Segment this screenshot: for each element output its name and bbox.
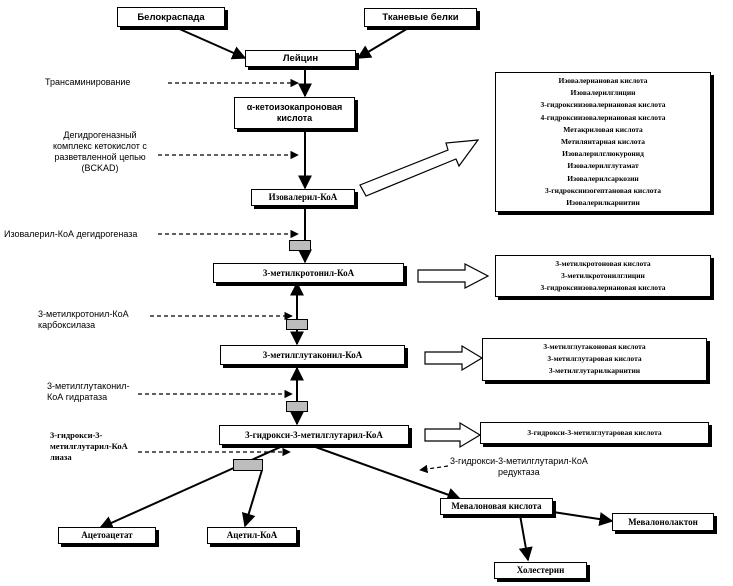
list-item: 3-метилкротонилглицин — [561, 271, 645, 281]
list-item: 3-гидроксиизовалериановая кислота — [540, 100, 666, 110]
arrow-hmg-to-mevalonic — [309, 444, 462, 502]
enzyme-block-mcc — [286, 319, 308, 330]
label-transamination: Трансаминирование — [45, 77, 131, 87]
list-item: 3-метилглутарилкарнитин — [548, 366, 641, 376]
enzyme-block-hmgl — [233, 459, 263, 471]
list-item: 3-гидрокси-3-метилглутаровая кислота — [527, 428, 662, 437]
box-cholesterol: Холестерин — [494, 562, 587, 579]
block-arrow-methylcrotonyl-products — [417, 263, 490, 289]
label-bckad: Дегидрогеназный комплекс кетокислот с ра… — [53, 130, 147, 174]
enzyme-block-ivd — [289, 240, 311, 251]
list-isovaleryl-products: Изовалериановая кислота Изовалерилглицин… — [495, 72, 711, 212]
list-item: Изовалерилглицин — [570, 88, 636, 98]
list-item: 3-гидроксиизогептановая кислота — [545, 185, 661, 195]
list-hmg-products: 3-гидрокси-3-метилглутаровая кислота — [480, 422, 709, 444]
box-leicin: Лейцин — [245, 50, 356, 67]
list-item: 3-гидроксиизовалериановая кислота — [540, 283, 666, 293]
box-mevalonic-acid: Мевалоновая кислота — [440, 498, 553, 515]
box-hmg-coa: 3-гидрокси-3-метилглутарил-КоА — [219, 425, 409, 445]
label-line: редуктаза — [498, 467, 540, 477]
arrow-mevalonic-to-cholesterol — [518, 514, 533, 562]
box-belokraspada: Белокраспада — [117, 7, 225, 27]
label-mgh: 3-метилглутаконил- КоА гидратаза — [47, 381, 129, 403]
dash-hmgr — [419, 464, 449, 474]
label-ivd: Изовалерил-КоА дегидрогеназа — [4, 229, 138, 239]
list-item: Изовалерилкарнитин — [566, 198, 640, 208]
label-line: метилглутарил-КоА — [50, 441, 128, 451]
block-arrow-isovaleryl-products — [359, 139, 480, 197]
label-line: Дегидрогеназный — [63, 130, 137, 140]
label-line: комплекс кетокислот с — [53, 141, 147, 151]
arrow-hmg-to-acetylcoa — [241, 469, 263, 528]
box-methylcrotonyl-coa: 3-метилкротонил-КоА — [213, 263, 404, 283]
label-line: 3-метилглутаконил- — [47, 381, 130, 391]
list-item: 4-гидроксиизовалериановая кислота — [540, 112, 666, 122]
label-line: КоА гидратаза — [47, 392, 108, 402]
box-acetyl-coa: Ацетил-КоА — [207, 527, 297, 544]
label-line: 3-гидрокси-3- — [50, 430, 103, 440]
block-arrow-hmg-products — [424, 421, 482, 449]
list-item: Метилянтарная кислота — [561, 137, 645, 147]
list-item: Изовалериановая кислота — [558, 76, 648, 85]
box-methylglutaconyl-coa: 3-метилглутаконил-КоА — [220, 345, 405, 365]
arrow-belokraspada-to-leicin — [174, 26, 247, 60]
box-isovaleryl-coa: Изовалерил-КоА — [251, 189, 355, 206]
list-item: Изовалерилсаркозин — [567, 173, 639, 183]
box-acetoacetate: Ацетоацетат — [58, 527, 156, 544]
list-item: 3-метилглутаконовая кислота — [543, 342, 646, 351]
label-line: (BCKAD) — [81, 163, 119, 173]
list-item: 3-метилкротоновая кислота — [555, 259, 651, 268]
label-hmgr: 3-гидрокси-3-метилглутарил-КоА редуктаза — [450, 456, 588, 478]
label-line: 3-гидрокси-3-метилглутарил-КоА — [450, 456, 588, 466]
label-hmgl: 3-гидрокси-3- метилглутарил-КоА лиаза — [50, 430, 128, 463]
box-mevalonolactone: Мевалонолактон — [612, 513, 714, 531]
list-item: Изовалерилглюкуронид — [562, 149, 644, 159]
list-methylcrotonyl-products: 3-метилкротоновая кислота 3-метилкротони… — [495, 255, 711, 297]
arrow-hmg-to-acetoacetate — [98, 444, 286, 530]
arrow-tkanevye-to-leicin — [356, 26, 411, 59]
label-line: лиаза — [50, 452, 72, 462]
box-keto-acid: α-кетоизокапроновая кислота — [234, 97, 355, 129]
list-methylglutaconyl-products: 3-метилглутаконовая кислота 3-метилглута… — [482, 338, 707, 381]
label-line: карбоксилаза — [38, 320, 96, 330]
box-tkanevye-belki: Тканевые белки — [364, 8, 477, 27]
label-line: разветвленной цепью — [54, 152, 146, 162]
label-line: 3-метилкротонил-КоА — [38, 309, 129, 319]
block-arrow-methylglutaconyl-products — [424, 344, 484, 372]
enzyme-block-mgh — [286, 401, 308, 412]
list-item: Изовалерилглутамат — [567, 161, 639, 171]
list-item: 3-метилглутаровая кислота — [547, 354, 642, 364]
label-mcc: 3-метилкротонил-КоА карбоксилаза — [38, 309, 129, 331]
arrow-mevalonic-to-mevalonolactone — [552, 511, 614, 527]
list-item: Метакриловая кислота — [563, 124, 643, 134]
